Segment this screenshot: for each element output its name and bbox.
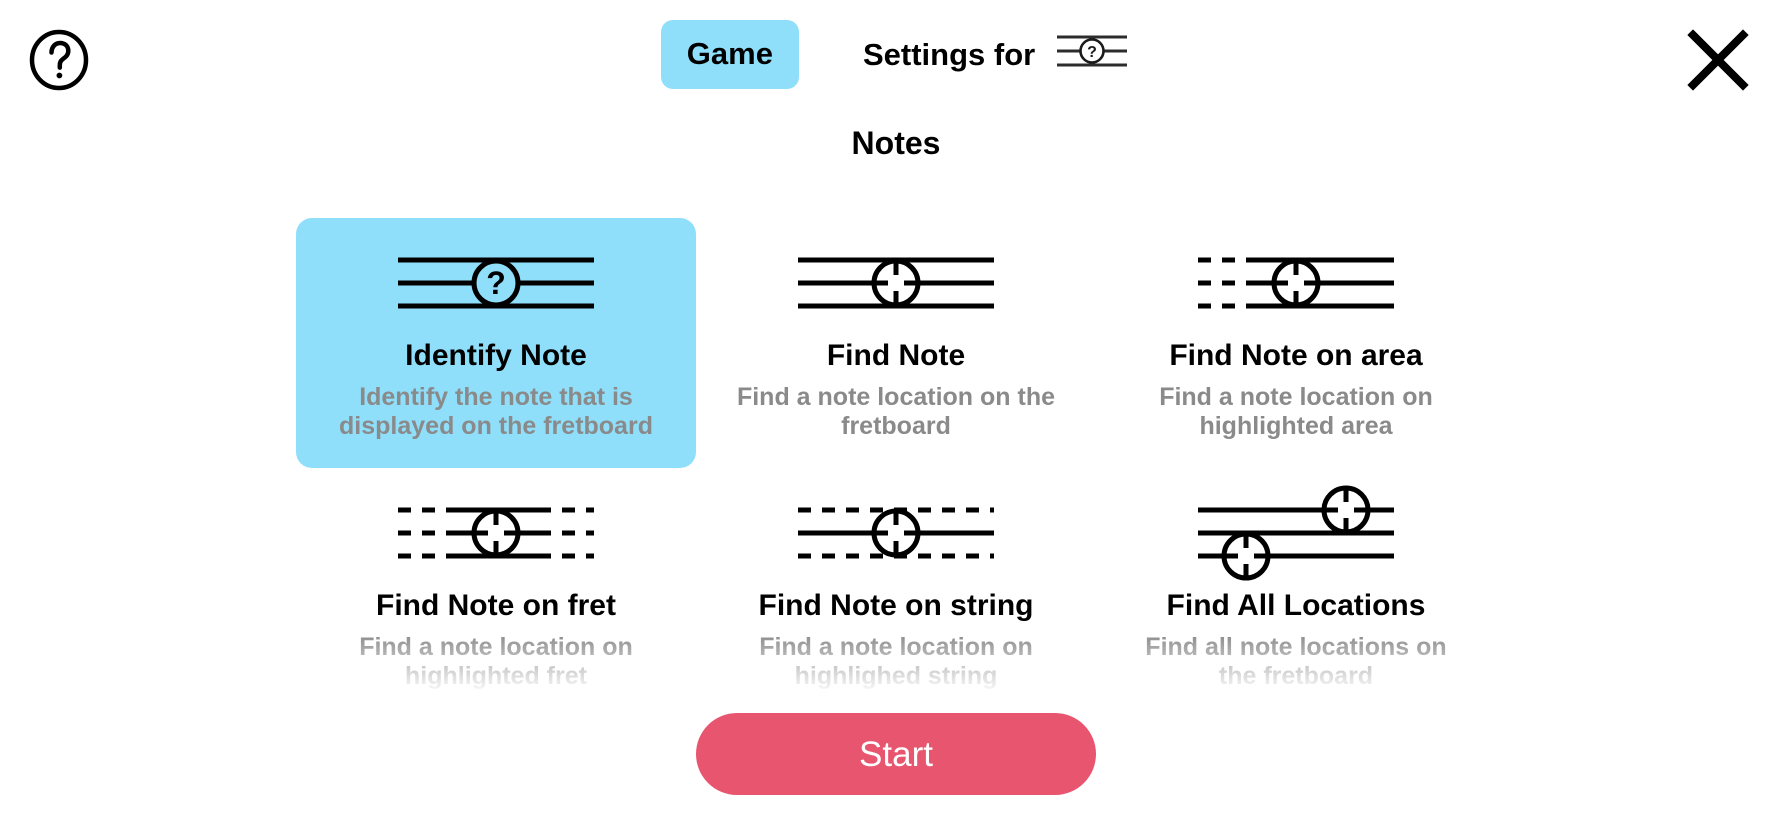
svg-text:?: ?	[486, 265, 506, 301]
mode-title: Find Note on fret	[376, 589, 616, 622]
mode-description: Find a note location on highlighted fret	[359, 632, 633, 690]
close-button[interactable]	[1680, 24, 1756, 100]
mode-title: Find Note on area	[1169, 339, 1423, 372]
mode-card-find-note[interactable]: Find Note Find a note location on the fr…	[696, 218, 1096, 468]
staff-crosshair-multi-icon	[1192, 485, 1400, 581]
settings-for-text: Settings for	[862, 36, 1036, 72]
start-button[interactable]: Start	[696, 713, 1096, 795]
staff-crosshair-fret-icon	[392, 490, 600, 576]
mode-title: Identify Note	[405, 339, 587, 372]
mode-title: Find Note on string	[758, 589, 1034, 622]
mode-description: Find a note location on the fretboard	[736, 382, 1056, 440]
staff-crosshair-string-icon	[792, 490, 1000, 576]
mode-title: Find All Locations	[1166, 589, 1426, 622]
start-button-container: Start	[0, 713, 1792, 795]
mode-card-find-note-on-area[interactable]: Find Note on area Find a note location o…	[1096, 218, 1496, 468]
mode-card-find-note-on-fret[interactable]: Find Note on fret Find a note location o…	[296, 468, 696, 694]
top-bar: Game Settings for ?	[0, 0, 1792, 124]
close-x-icon	[1685, 27, 1751, 98]
staff-question-note-icon: ?	[392, 240, 600, 326]
mode-title: Find Note	[826, 339, 966, 372]
mode-description: Find a note location on highlighted area	[1159, 382, 1433, 440]
staff-crosshair-solid-icon	[792, 240, 1000, 326]
header-center-cluster: Game Settings for ?	[0, 20, 1792, 89]
mode-card-find-note-on-string[interactable]: Find Note on string Find a note location…	[696, 468, 1096, 694]
mode-grid: ? Identify Note Identify the note that i…	[0, 218, 1792, 694]
page-title: Notes	[851, 125, 941, 161]
svg-text:?: ?	[1087, 44, 1097, 61]
help-button[interactable]	[28, 29, 90, 96]
mode-description: Find all note locations on the fretboard	[1145, 632, 1447, 690]
settings-for-label[interactable]: Settings for ?	[863, 24, 1131, 86]
staff-question-note-icon: ?	[1053, 24, 1131, 86]
tab-game[interactable]: Game	[660, 20, 799, 89]
mode-description: Find a note location on highlighed strin…	[759, 632, 1033, 690]
mode-description: Identify the note that is displayed on t…	[339, 382, 653, 440]
mode-card-identify-note[interactable]: ? Identify Note Identify the note that i…	[296, 218, 696, 468]
staff-crosshair-area-icon	[1192, 240, 1400, 326]
mode-grid-viewport: ? Identify Note Identify the note that i…	[0, 218, 1792, 694]
question-circle-icon	[28, 29, 90, 96]
mode-card-find-all-locations[interactable]: Find All Locations Find all note locatio…	[1096, 468, 1496, 694]
